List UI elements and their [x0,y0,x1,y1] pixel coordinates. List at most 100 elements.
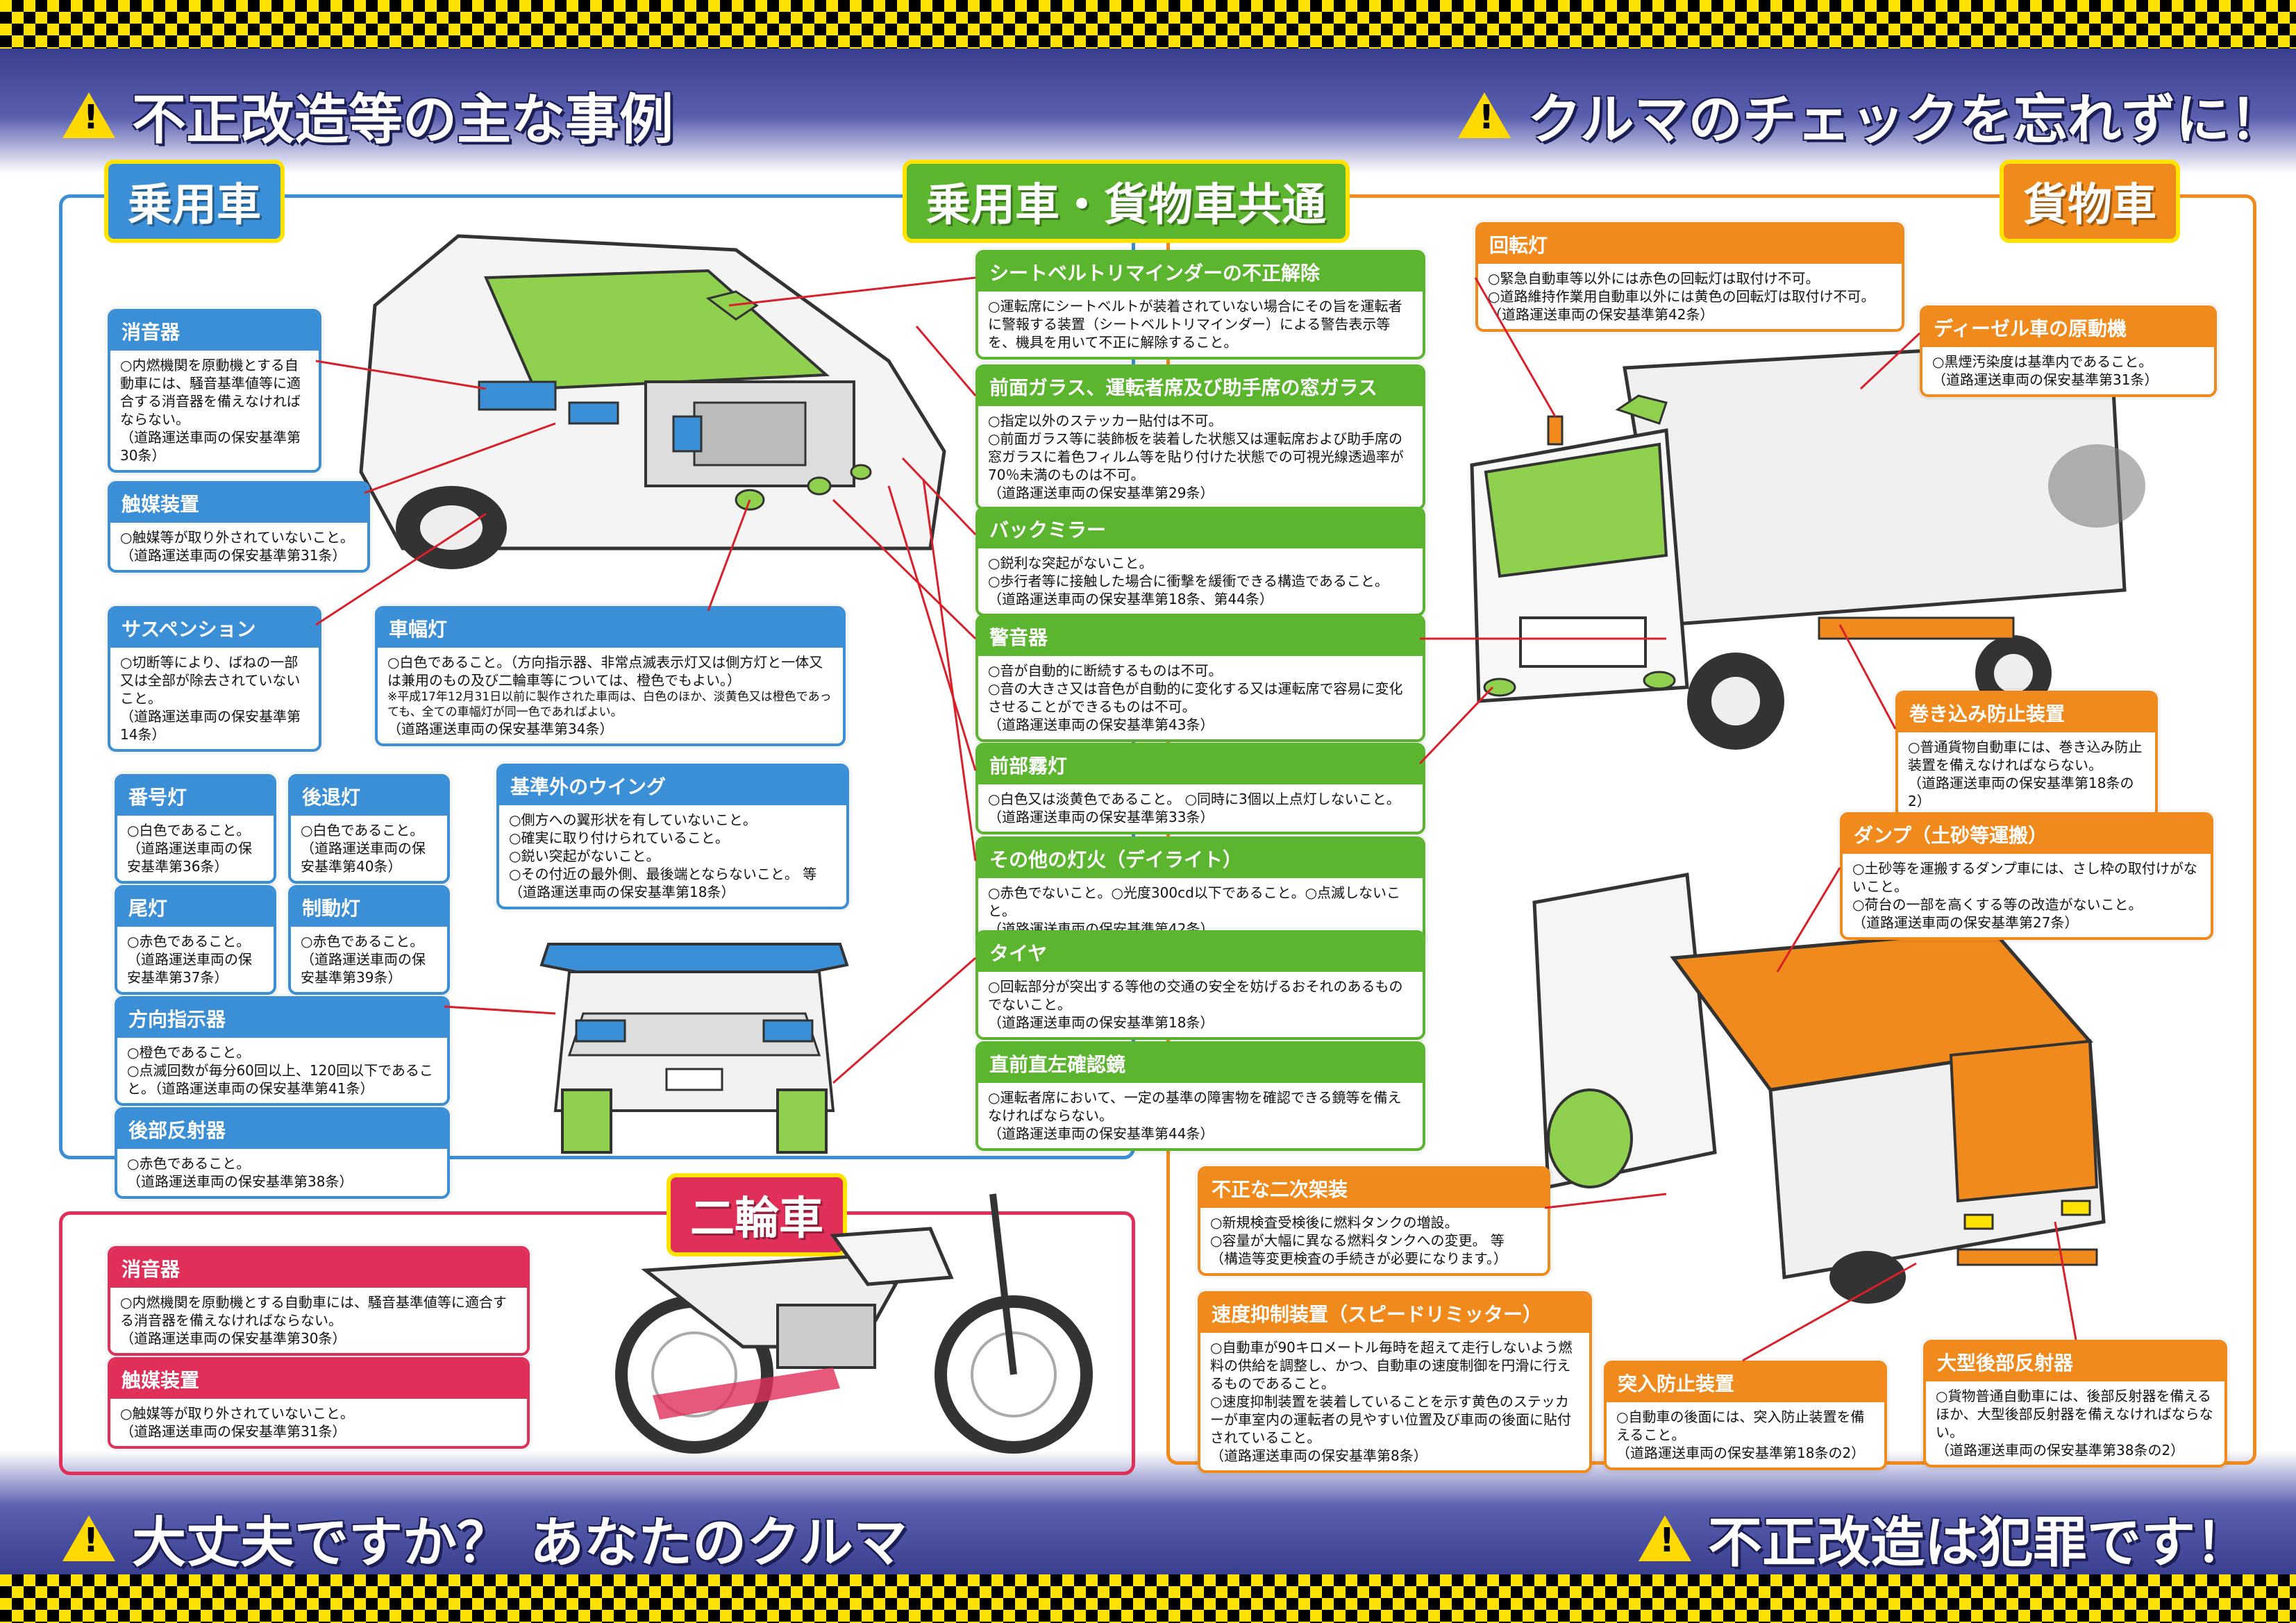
box-line: ○鋭利な突起がないこと。 [988,555,1153,571]
box-line: ○音の大きさ又は音色が自動的に変化する又は運転席で容易に変化させることができるも… [988,680,1403,715]
box-title: 車幅灯 [378,609,843,648]
box-large-rear-reflector: 大型後部反射器 ○貨物普通自動車には、後部反射器を備えるほか、大型後部反射器を備… [1923,1340,2227,1468]
box-line: ○白色であること。 [301,822,424,839]
box-underrun-guard: 突入防止装置 ○自動車の後面には、突入防止装置を備えること。 （道路運送車両の保… [1604,1361,1887,1470]
heading-bottom-right-text: 不正改造は犯罪です！ [1708,1512,2250,1574]
bottom-band [0,1451,2296,1574]
box-line: （道路運送車両の保安基準第8条） [1210,1447,1427,1464]
box-body: ○赤色であること。 （道路運送車両の保安基準第38条） [117,1149,447,1196]
box-reverse-lamp: 後退灯 ○白色であること。 （道路運送車両の保安基準第40条） [288,774,450,884]
box-rear-reflector: 後部反射器 ○赤色であること。 （道路運送車両の保安基準第38条） [115,1107,450,1199]
box-line: （道路運送車両の保安基準第18条） [988,1014,1214,1031]
box-body: ○白色であること。 （道路運送車両の保安基準第36条） [117,816,274,881]
box-line: ○土砂等を運搬するダンプ車には、さし枠の取付けがないこと。 [1852,860,2197,895]
box-line: ○貨物普通自動車には、後部反射器を備えるほか、大型後部反射器を備えなければならな… [1936,1388,2213,1440]
box-line: ○速度抑制装置を装着していることを示す黄色のステッカーが車室内の運転者の見やすい… [1210,1393,1571,1446]
box-line: ○回転部分が突出する等他の交通の安全を妨げるおそれのあるものでないこと。 [988,978,1403,1013]
box-line: （道路運送車両の保安基準第31条） [120,547,346,564]
heading-bottom-left-text: 大丈夫ですか？ あなたのクルマ [132,1512,907,1574]
box-dump: ダンプ（土砂等運搬） ○土砂等を運搬するダンプ車には、さし枠の取付けがないこと。… [1840,812,2213,940]
box-body: ○指定以外のステッカー貼付は不可。 ○前面ガラス等に装飾板を装着した状態又は運転… [978,406,1423,507]
heading-top-right: クルマのチェックを忘れずに！ [1458,76,2284,154]
box-body: ○自動車が90キロメートル毎時を超えて走行しないよう燃料の供給を調整し、かつ、自… [1200,1333,1589,1470]
box-line: ○運転席にシートベルトが装着されていない場合にその旨を運転者に警報する装置（シー… [988,298,1402,351]
warning-icon [1458,92,1511,138]
box-horn: 警音器 ○音が自動的に断続するものは不可。 ○音の大きさ又は音色が自動的に変化す… [975,614,1425,742]
box-body: ○切断等により、ばねの一部又は全部が除去されていないこと。 （道路運送車両の保安… [110,648,319,749]
box-windshield: 前面ガラス、運転者席及び助手席の窓ガラス ○指定以外のステッカー貼付は不可。 ○… [975,364,1425,510]
box-body: ○音が自動的に断続するものは不可。 ○音の大きさ又は音色が自動的に変化する又は運… [978,656,1423,739]
tag-passenger: 乗用車 [104,160,285,243]
top-checker-strip [0,0,2296,49]
box-line: （道路運送車両の保安基準第14条） [120,708,301,743]
box-line: ○内燃機関を原動機とする自動車には、騒音基準値等に適合する消音器を備えなければな… [120,1294,507,1329]
box-rotating-lamp: 回転灯 ○緊急自動車等以外には赤色の回転灯は取付け不可。 ○道路維持作業用自動車… [1475,222,1904,332]
box-line: ○側方への翼形状を有していないこと。 [509,812,757,828]
box-title: 尾灯 [117,888,274,927]
box-title: 消音器 [110,312,319,351]
box-body: ○新規検査受検後に燃料タンクの増設。 ○容量が大幅に異なる燃料タンクへの変更。 … [1200,1208,1548,1273]
box-line: ○赤色であること。 [127,933,251,950]
box-wing: 基準外のウイング ○側方への翼形状を有していないこと。 ○確実に取り付けられてい… [496,764,849,909]
box-note: ※平成17年12月31日以前に製作された車両は、白色のほか、淡黄色又は橙色であっ… [387,690,832,719]
motorcycle-illustration [615,1193,1093,1454]
heading-top-left-text: 不正改造等の主な事例 [132,89,674,151]
box-body: ○運転者席において、一定の基準の障害物を確認できる鏡等を備えなければならない。 … [978,1083,1423,1148]
box-line: （道路運送車両の保安基準第38条の2） [1936,1442,2185,1458]
box-line: （道路運送車両の保安基準第30条） [120,429,301,464]
box-body: ○回転部分が突出する等他の交通の安全を妨げるおそれのあるものでないこと。 （道路… [978,972,1423,1037]
box-line: ○指定以外のステッカー貼付は不可。 [988,412,1223,429]
warning-icon [62,92,115,138]
box-turn-signal: 方向指示器 ○橙色であること。 ○点滅回数が毎分60回以上、120回以下であるこ… [115,996,450,1106]
heading-bottom-left: 大丈夫ですか？ あなたのクルマ [62,1499,907,1577]
box-line: （道路運送車両の保安基準第31条） [1932,371,2159,388]
box-line: （道路運送車両の保安基準第42条） [1488,306,1714,323]
box-line: ○運転者席において、一定の基準の障害物を確認できる鏡等を備えなければならない。 [988,1089,1402,1124]
box-speed-limiter: 速度抑制装置（スピードリミッター） ○自動車が90キロメートル毎時を超えて走行し… [1198,1291,1592,1473]
bottom-checker-strip [0,1574,2296,1623]
box-license-lamp: 番号灯 ○白色であること。 （道路運送車両の保安基準第36条） [115,774,276,884]
motorcycle-section-border [59,1211,1135,1475]
box-front-mirror: 直前直左確認鏡 ○運転者席において、一定の基準の障害物を確認できる鏡等を備えなけ… [975,1041,1425,1151]
box-body: ○橙色であること。 ○点滅回数が毎分60回以上、120回以下であること。（道路運… [117,1038,447,1103]
tag-truck: 貨物車 [2000,160,2180,243]
box-body: ○内燃機関を原動機とする自動車には、騒音基準値等に適合する消音器を備えなければな… [110,351,319,470]
box-body: ○自動車の後面には、突入防止装置を備えること。 （道路運送車両の保安基準第18条… [1607,1402,1884,1468]
box-title: サスペンション [110,609,319,648]
box-line: （道路運送車両の保安基準第39条） [301,951,426,986]
box-title: 後退灯 [291,777,447,816]
heading-bottom-right: 不正改造は犯罪です！ [1639,1499,2249,1577]
box-title: 速度抑制装置（スピードリミッター） [1200,1294,1589,1333]
tag-common: 乗用車・貨物車共通 [903,160,1350,243]
box-truck-illustration [1470,338,2145,750]
box-body: ○貨物普通自動車には、後部反射器を備えるほか、大型後部反射器を備えなければならな… [1926,1381,2224,1465]
box-body: ○赤色であること。 （道路運送車両の保安基準第37条） [117,927,274,992]
box-line: ○切断等により、ばねの一部又は全部が除去されていないこと。 [120,654,301,707]
box-line: ○赤色でないこと。○光度300cd以下であること。○点滅しないこと。 [988,884,1401,919]
box-body: ○白色又は淡黄色であること。 ○同時に3個以上点灯しないこと。 （道路運送車両の… [978,784,1423,832]
box-tail-lamp: 尾灯 ○赤色であること。 （道路運送車両の保安基準第37条） [115,885,276,995]
warning-icon [1639,1515,1691,1561]
box-body: ○内燃機関を原動機とする自動車には、騒音基準値等に適合する消音器を備えなければな… [110,1288,527,1353]
box-body: ○鋭利な突起がないこと。 ○歩行者等に接触した場合に衝撃を緩衝できる構造であるこ… [978,548,1423,614]
heading-top-right-text: クルマのチェックを忘れずに！ [1527,89,2284,151]
box-catalyst: 触媒装置 ○触媒等が取り外されていないこと。 （道路運送車両の保安基準第31条） [108,481,370,573]
box-body: ○土砂等を運搬するダンプ車には、さし枠の取付けがないこと。 ○荷台の一部を高くす… [1843,854,2211,937]
box-line: ○確実に取り付けられていること。 [509,830,729,846]
box-line: ○赤色であること。 [127,1155,251,1172]
box-fog-lamp: 前部霧灯 ○白色又は淡黄色であること。 ○同時に3個以上点灯しないこと。 （道路… [975,743,1425,834]
box-line: ○自動車が90キロメートル毎時を超えて走行しないよう燃料の供給を調整し、かつ、自… [1210,1339,1573,1392]
box-seatbelt: シートベルトリマインダーの不正解除 ○運転席にシートベルトが装着されていない場合… [975,250,1425,360]
box-line: （道路運送車両の保安基準第38条） [127,1173,353,1190]
box-line: （道路運送車両の保安基準第36条） [127,840,252,875]
box-line: ○橙色であること。 [127,1044,251,1061]
box-title: ダンプ（土砂等運搬） [1843,815,2211,854]
box-title: 前部霧灯 [978,746,1423,784]
box-line: ○鋭い突起がないこと。 [509,848,660,864]
box-title: ディーゼル車の原動機 [1922,308,2214,347]
box-diesel-engine: ディーゼル車の原動機 ○黒煙汚染度は基準内であること。 （道路運送車両の保安基準… [1920,305,2217,397]
box-moto-muffler: 消音器 ○内燃機関を原動機とする自動車には、騒音基準値等に適合する消音器を備えな… [108,1246,530,1356]
box-body: ○緊急自動車等以外には赤色の回転灯は取付け不可。 ○道路維持作業用自動車以外には… [1478,264,1902,329]
tag-motorcycle: 二輪車 [667,1173,847,1256]
